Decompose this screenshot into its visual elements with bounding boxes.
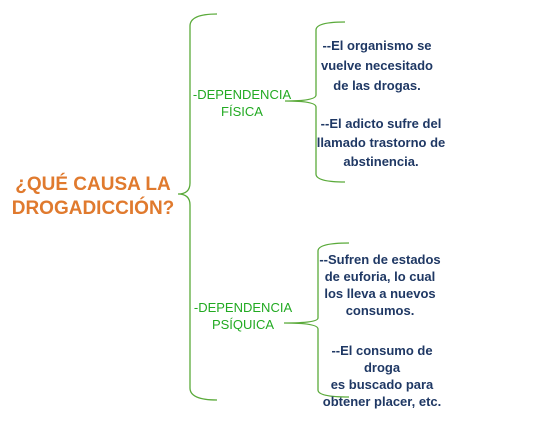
- brace-fisica: [284, 21, 346, 183]
- main-title: ¿QUÉ CAUSA LA DROGADICCIÓN?: [11, 174, 175, 219]
- leaf-organismo-necesitado: --El organismo se vuelve necesitado de l…: [321, 38, 433, 93]
- main-brace: [177, 13, 218, 401]
- leaf-buscado-placer: --El consumo de droga es buscado para ob…: [322, 343, 442, 409]
- leaf-estados-euforia: --Sufren de estados de euforia, lo cual …: [319, 252, 441, 318]
- brace-psiquica: [283, 242, 350, 398]
- branch-dependencia-psiquica: -DEPENDENCIA PSÍQUICA: [193, 300, 293, 332]
- leaf-trastorno-abstinencia: --El adicto sufre del llamado trastorno …: [316, 116, 446, 169]
- branch-dependencia-fisica: -DEPENDENCIA FÍSICA: [192, 87, 292, 119]
